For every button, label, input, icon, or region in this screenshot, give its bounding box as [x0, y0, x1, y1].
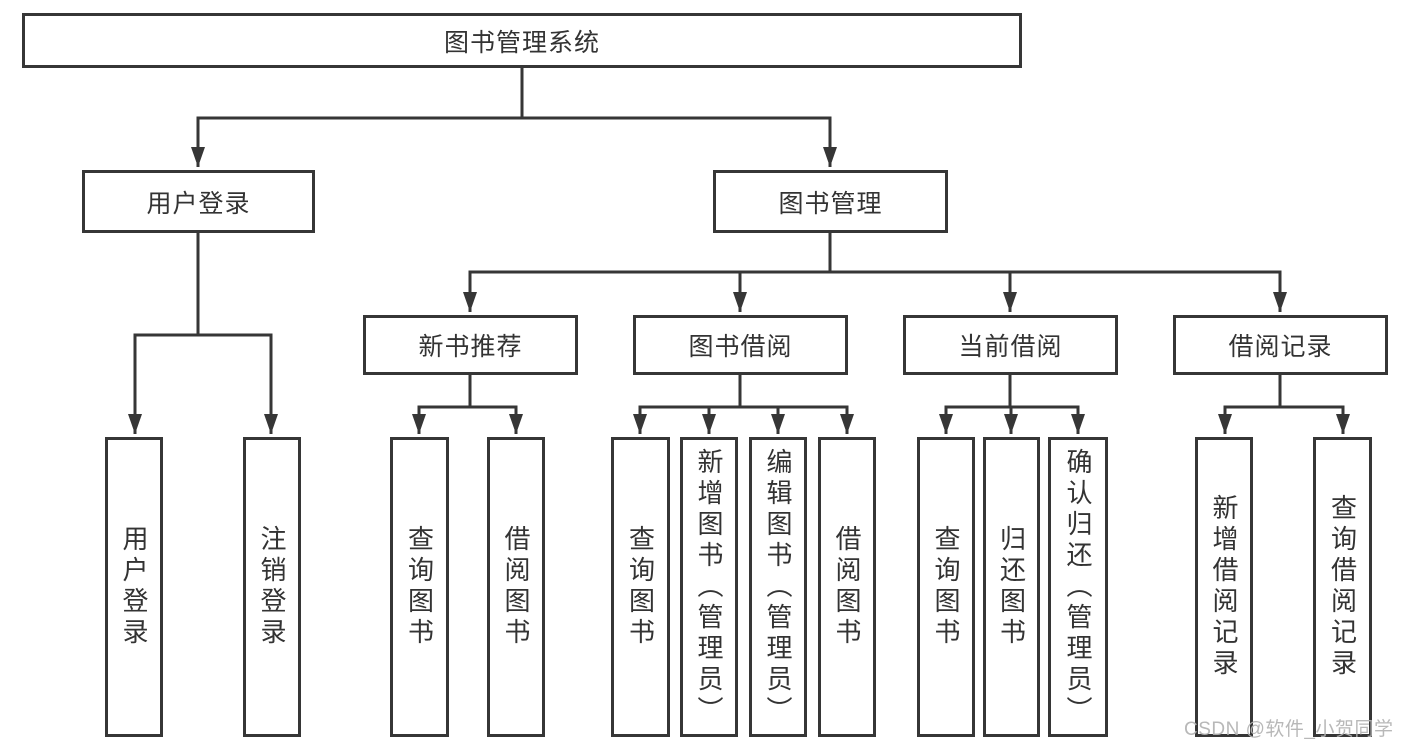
leaf-label: 查询图书 — [625, 525, 656, 649]
leaf-label: 借阅图书 — [832, 525, 862, 649]
csdn-watermark: CSDN @软件_小贺同学 — [1184, 719, 1394, 740]
node-leaf-edit-book: 编辑图书（管理员） — [749, 437, 807, 737]
node-leaf-borrow-book-1: 借阅图书 — [487, 437, 545, 737]
leaf-label: 新增借阅记录 — [1209, 494, 1239, 680]
node-leaf-query-book-3: 查询图书 — [917, 437, 975, 737]
tree-branch-lines — [133, 66, 1345, 409]
node-leaf-return-book: 归还图书 — [983, 437, 1040, 737]
node-root: 图书管理系统 — [22, 13, 1022, 68]
leaf-label: 确认归还（管理员） — [1063, 447, 1093, 727]
node-user-login: 用户登录 — [82, 170, 315, 233]
node-leaf-query-record: 查询借阅记录 — [1313, 437, 1372, 737]
node-leaf-query-book-2: 查询图书 — [611, 437, 670, 737]
leaf-label: 用户登录 — [119, 525, 149, 649]
node-leaf-add-book: 新增图书（管理员） — [680, 437, 738, 737]
leaf-label: 借阅图书 — [501, 525, 531, 649]
node-book-borrow: 图书借阅 — [633, 315, 848, 375]
node-borrow-records: 借阅记录 — [1173, 315, 1388, 375]
node-current-borrow: 当前借阅 — [903, 315, 1118, 375]
leaf-label: 注销登录 — [257, 525, 287, 649]
leaf-label: 编辑图书（管理员） — [763, 447, 793, 727]
node-new-book-rec: 新书推荐 — [363, 315, 578, 375]
leaf-label: 查询图书 — [931, 525, 961, 649]
node-book-mgmt: 图书管理 — [713, 170, 948, 233]
node-leaf-add-record: 新增借阅记录 — [1195, 437, 1253, 737]
node-leaf-borrow-book-2: 借阅图书 — [818, 437, 876, 737]
node-leaf-logout: 注销登录 — [243, 437, 301, 737]
leaf-label: 查询图书 — [404, 525, 435, 649]
node-leaf-query-book-1: 查询图书 — [390, 437, 449, 737]
node-leaf-confirm-return: 确认归还（管理员） — [1048, 437, 1108, 737]
leaf-label: 新增图书（管理员） — [694, 447, 724, 727]
node-leaf-user-login: 用户登录 — [105, 437, 163, 737]
leaf-label: 归还图书 — [996, 525, 1027, 649]
leaf-label: 查询借阅记录 — [1327, 494, 1358, 680]
